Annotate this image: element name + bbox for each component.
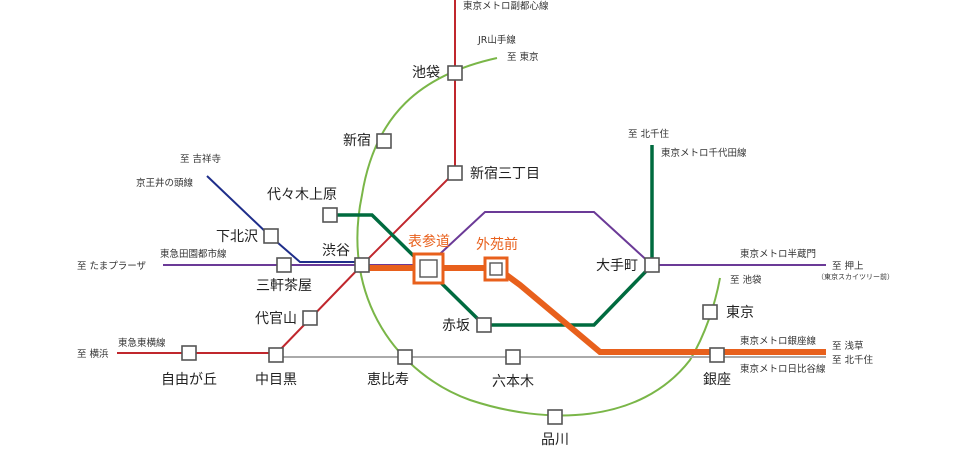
ginza-line bbox=[362, 265, 826, 355]
line-label-chiyoda: 東京メトロ千代田線 bbox=[661, 147, 747, 159]
station-shinagawa[interactable] bbox=[547, 409, 563, 425]
label-shinjuku-sanchome: 新宿三丁目 bbox=[470, 165, 540, 182]
station-akasaka[interactable] bbox=[476, 317, 492, 333]
label-daikanyama: 代官山 bbox=[255, 311, 297, 327]
label-nakameguro: 中目黒 bbox=[255, 372, 297, 388]
station-sangenjaya[interactable] bbox=[276, 257, 292, 273]
station-nakameguro[interactable] bbox=[268, 347, 284, 363]
station-omotesando[interactable] bbox=[412, 252, 445, 285]
station-shinjuku[interactable] bbox=[376, 133, 392, 149]
label-shinagawa: 品川 bbox=[541, 432, 569, 448]
line-label-ginza: 東京メトロ銀座線 bbox=[740, 335, 817, 347]
label-shibuya: 渋谷 bbox=[322, 243, 350, 259]
label-gaienmae: 外苑前 bbox=[476, 236, 518, 253]
direction-ginza-asakusa: 至 浅草 bbox=[832, 340, 864, 352]
label-akasaka: 赤坂 bbox=[442, 318, 470, 334]
line-label-jr-yamanote: JR山手線 bbox=[477, 34, 516, 46]
station-ginza[interactable] bbox=[709, 347, 725, 363]
station-gaienmae[interactable] bbox=[483, 256, 509, 282]
line-label-hibiya: 東京メトロ日比谷線 bbox=[740, 363, 826, 375]
station-ikebukuro[interactable] bbox=[447, 65, 463, 81]
label-yoyogi-uehara: 代々木上原 bbox=[267, 187, 337, 203]
label-sangenjaya: 三軒茶屋 bbox=[256, 278, 312, 294]
label-omotesando: 表参道 bbox=[408, 233, 450, 250]
station-tokyo[interactable] bbox=[702, 304, 718, 320]
station-daikanyama[interactable] bbox=[302, 310, 318, 326]
line-label-toyoko: 東急東横線 bbox=[118, 337, 166, 349]
line-label-fukutoshin: 東京メトロ副都心線 bbox=[463, 0, 549, 12]
direction-hibiya-kitasenju: 至 北千住 bbox=[832, 354, 874, 366]
direction-hanzomon-oshiage: 至 押上 bbox=[832, 260, 864, 272]
label-shimokitazawa: 下北沢 bbox=[216, 229, 258, 245]
yamanote-line bbox=[356, 57, 721, 417]
direction-denentoshi-tamaplaza: 至 たまプラーザ bbox=[77, 261, 147, 272]
station-shinjuku-sanchome[interactable] bbox=[447, 165, 463, 181]
direction-yamanote-tokyo: 至 東京 bbox=[507, 51, 539, 63]
line-label-inokashira: 京王井の頭線 bbox=[136, 177, 194, 189]
station-jiyugaoka[interactable] bbox=[181, 345, 197, 361]
station-otemachi[interactable] bbox=[644, 257, 660, 273]
label-roppongi: 六本木 bbox=[492, 374, 534, 390]
label-ebisu: 恵比寿 bbox=[367, 371, 409, 388]
fukutoshin-line bbox=[275, 0, 456, 355]
label-shinjuku: 新宿 bbox=[343, 132, 371, 149]
direction-toyoko-yokohama: 至 横浜 bbox=[77, 348, 109, 360]
label-tokyo: 東京 bbox=[726, 305, 754, 321]
label-ikebukuro: 池袋 bbox=[412, 65, 440, 81]
line-label-hanzomon: 東京メトロ半蔵門 bbox=[740, 248, 816, 260]
station-roppongi[interactable] bbox=[505, 349, 521, 365]
direction-inokashira-kichijoji: 至 吉祥寺 bbox=[180, 153, 222, 165]
direction-yamanote-ikebukuro: 至 池袋 bbox=[730, 274, 762, 286]
direction-chiyoda-kitasenju: 至 北千住 bbox=[628, 128, 670, 140]
station-shibuya[interactable] bbox=[354, 257, 370, 273]
station-yoyogi-uehara[interactable] bbox=[322, 207, 338, 223]
inokashira-line bbox=[206, 175, 362, 263]
direction-hanzomon-oshiage-note: （東京スカイツリー前） bbox=[817, 272, 894, 281]
line-label-denentoshi: 東急田園都市線 bbox=[160, 248, 227, 260]
label-jiyugaoka: 自由が丘 bbox=[161, 372, 217, 388]
station-shimokitazawa[interactable] bbox=[263, 228, 279, 244]
label-otemachi: 大手町 bbox=[596, 258, 638, 274]
label-ginza: 銀座 bbox=[703, 372, 731, 388]
station-ebisu[interactable] bbox=[397, 349, 413, 365]
